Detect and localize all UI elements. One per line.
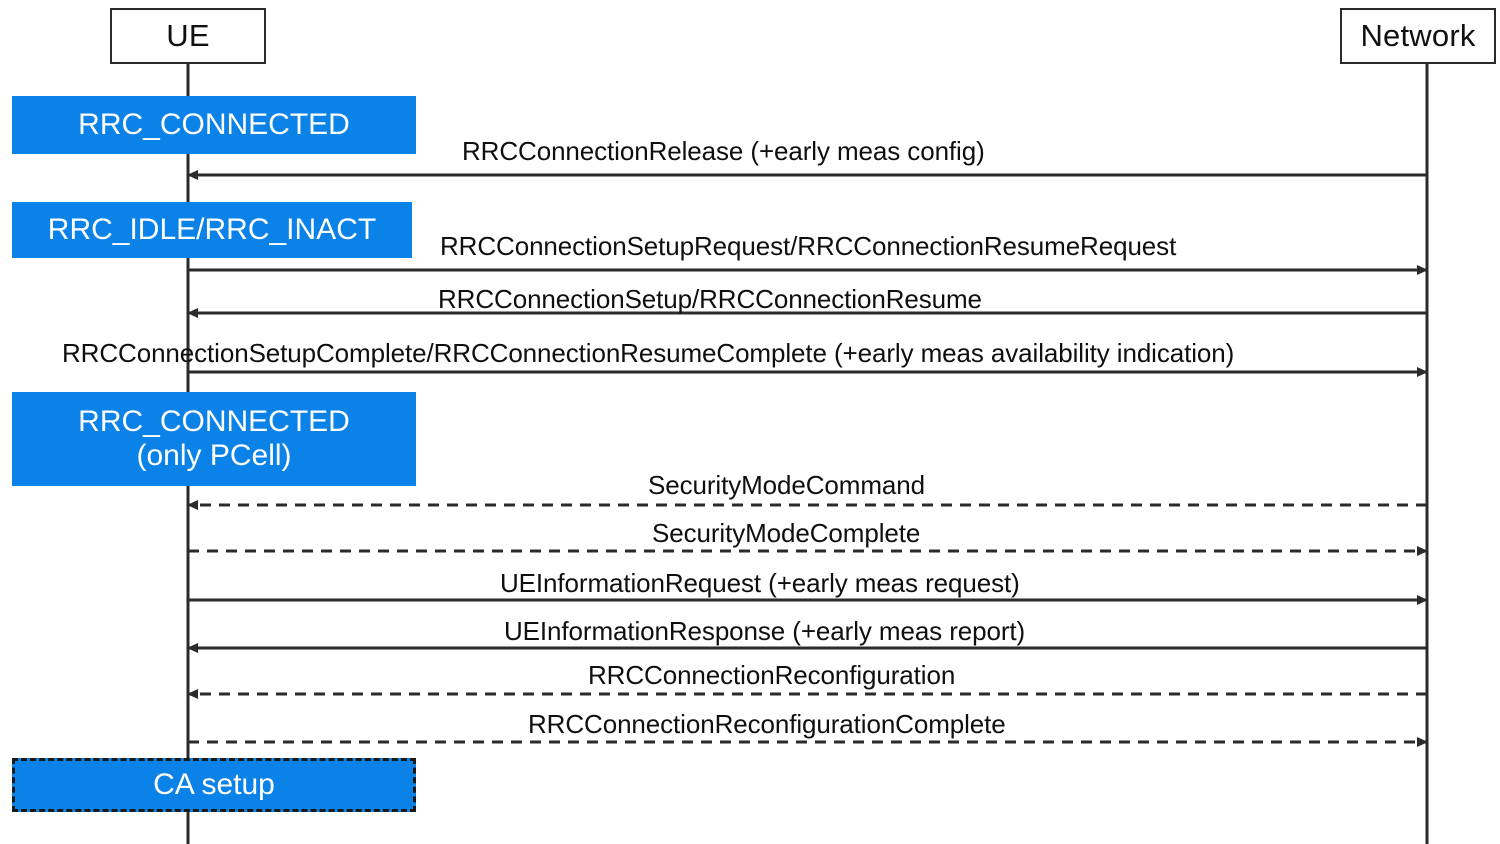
state-box-rrc-connected-only-pcell[interactable]: RRC_CONNECTED (only PCell) <box>12 392 416 486</box>
state-box-ca-setup[interactable]: CA setup <box>12 758 416 812</box>
message-label-setupcomplete-resumecomplete: RRCConnectionSetupComplete/RRCConnection… <box>62 338 1235 368</box>
state-label-line2: (only PCell) <box>136 439 292 472</box>
message-label-setup-resume: RRCConnectionSetup/RRCConnectionResume <box>438 284 982 314</box>
message-label-securitymodecomplete: SecurityModeComplete <box>652 518 921 548</box>
message-label-ueinformationrequest: UEInformationRequest (+early meas reques… <box>500 568 1020 598</box>
state-label-line1: RRC_CONNECTED <box>78 405 350 439</box>
state-box-rrc-idle-inact[interactable]: RRC_IDLE/RRC_INACT <box>12 202 412 258</box>
message-label-rrcconnectionreconfigurationcomplete: RRCConnectionReconfigurationComplete <box>528 709 1006 739</box>
message-label-ueinformationresponse: UEInformationResponse (+early meas repor… <box>504 616 1026 646</box>
state-label-line1: CA setup <box>153 768 275 802</box>
message-label-rrcconnectionreconfiguration: RRCConnectionReconfiguration <box>588 660 956 690</box>
message-label-rrcconnectionrelease: RRCConnectionRelease (+early meas config… <box>462 136 985 166</box>
message-label-setuprequest-resumerequest: RRCConnectionSetupRequest/RRCConnectionR… <box>440 231 1177 261</box>
state-label-line1: RRC_CONNECTED <box>78 108 350 142</box>
state-box-rrc-connected-1[interactable]: RRC_CONNECTED <box>12 96 416 154</box>
actor-label-ue: UE <box>166 18 210 53</box>
message-label-securitymodecommand: SecurityModeCommand <box>648 470 925 500</box>
actor-box-ue[interactable]: UE <box>110 8 266 64</box>
actor-box-network[interactable]: Network <box>1340 8 1496 64</box>
actor-label-network: Network <box>1360 18 1476 53</box>
state-label-line1: RRC_IDLE/RRC_INACT <box>47 213 377 247</box>
message-arrows-group <box>187 170 1428 747</box>
